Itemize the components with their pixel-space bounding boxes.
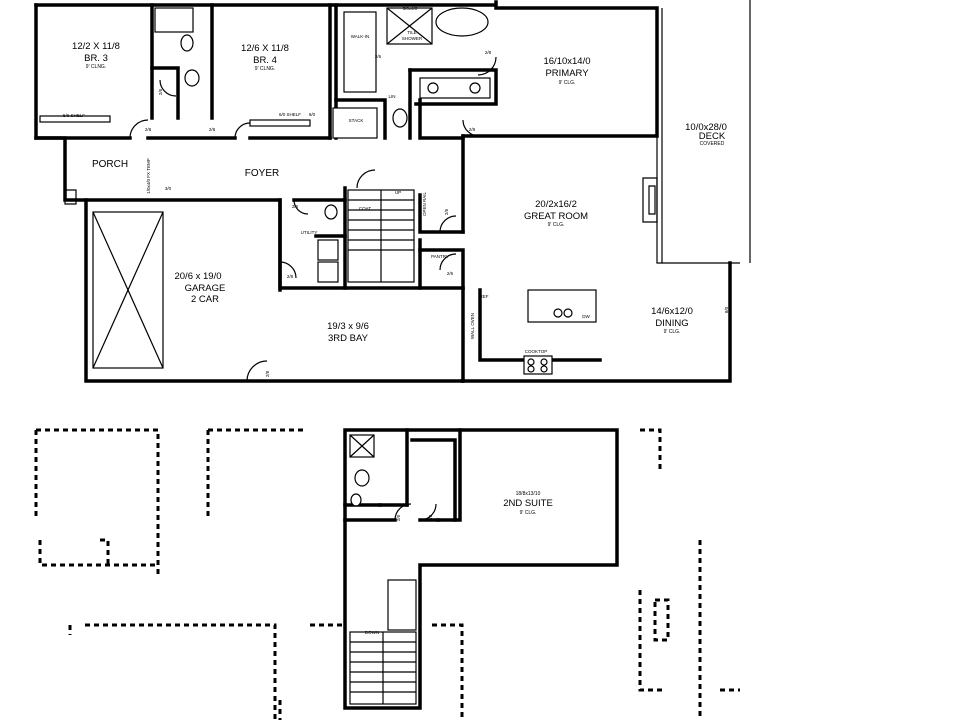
suite-ceil: 9' CLG.: [520, 510, 537, 516]
garage-name: GARAGE: [185, 283, 226, 294]
pantry-note: PANTRY: [431, 254, 449, 259]
down-note: DOWN: [365, 630, 379, 635]
great-ceil: 9' CLG.: [548, 222, 565, 228]
stack-note: STACK: [349, 118, 364, 123]
dining-ceil: 9' CLG.: [664, 329, 681, 335]
dining-dim: 14/6x12/0: [651, 306, 693, 317]
garage-sub: 2 CAR: [191, 294, 219, 305]
porch-name: PORCH: [92, 159, 128, 170]
door-bay: 2/8: [265, 370, 270, 377]
utility-note: UTILITY: [301, 230, 318, 235]
door-dining: 8/0: [724, 306, 729, 313]
door-garage: 2/8: [287, 274, 294, 279]
door-walkin: 2/6: [375, 54, 382, 59]
deck-ceil: COVERED: [700, 141, 725, 147]
ref-note: REF: [480, 294, 489, 299]
deck-dim: 10/0x28/0: [685, 122, 727, 133]
up-note: UP: [395, 190, 401, 195]
br3-name: BR. 3: [84, 53, 108, 64]
bay-name: 3RD BAY: [328, 333, 369, 344]
door-br4: 2/8: [209, 127, 216, 132]
door-pantry: 2/6: [447, 271, 454, 276]
door-primary: 2/8: [469, 127, 476, 132]
door-entry: 3/0: [165, 186, 172, 191]
wall-oven-note: WALL OVEN: [470, 313, 475, 339]
bay-dim: 19/3 x 9/6: [327, 321, 369, 332]
dashed-outline: [34, 428, 740, 720]
walkin-note: WALK-IN: [351, 34, 370, 39]
garage-dim: 20/6 x 19/0: [174, 271, 221, 282]
dining-name: DINING: [655, 318, 688, 329]
primary-dim: 16/10x14/0: [543, 56, 590, 67]
shelf2-note: 6/0 SHELF: [279, 112, 301, 117]
open-rail-note: OPEN RAIL: [422, 192, 427, 217]
upper-floor: [343, 428, 619, 710]
dw-note: DW: [582, 314, 590, 319]
porch-side-note: 1/0x4/0 FX TEMP: [146, 158, 151, 193]
foyer-name: FOYER: [245, 168, 279, 179]
shelf1-note: 5/6 SHELF: [63, 113, 85, 118]
size-54-note: 5/0x4/0: [403, 6, 418, 11]
great-name: GREAT ROOM: [524, 211, 588, 222]
suite-name: 2ND SUITE: [503, 498, 553, 509]
br4-ceil: 9' CLNG.: [255, 66, 275, 72]
primary-name: PRIMARY: [545, 68, 589, 79]
shower-note: SHOWER: [402, 36, 423, 41]
door-bath2: 2/6: [158, 88, 163, 95]
coat-note: COAT: [359, 206, 371, 211]
suite-dim: 18/8x13/10: [516, 491, 541, 497]
door-utility: 2/6: [292, 204, 299, 209]
main-floor-fixtures: [39, 7, 658, 382]
great-dim: 20/2x16/2: [535, 199, 577, 210]
door-suite: 2/8: [428, 514, 433, 521]
cooktop-note: COOKTOP: [525, 349, 547, 354]
door-suite-bath: 2/6: [396, 514, 401, 521]
door-primary-bath: 2/8: [485, 50, 492, 55]
primary-ceil: 9' CLG.: [559, 80, 576, 86]
pocket-note: 6/0: [309, 112, 316, 117]
deck-name: DECK: [699, 131, 726, 142]
br4-dim: 12/6 X 11/8: [241, 43, 289, 54]
br3-ceil: 9' CLNG.: [86, 64, 106, 70]
br3-dim: 12/2 X 11/8: [72, 41, 120, 52]
door-br3: 2/8: [145, 127, 152, 132]
tile-note: TILE: [407, 30, 417, 35]
lin-note: LIN: [388, 94, 395, 99]
door-great: 2/6: [444, 208, 449, 215]
br4-name: BR. 4: [253, 55, 277, 66]
